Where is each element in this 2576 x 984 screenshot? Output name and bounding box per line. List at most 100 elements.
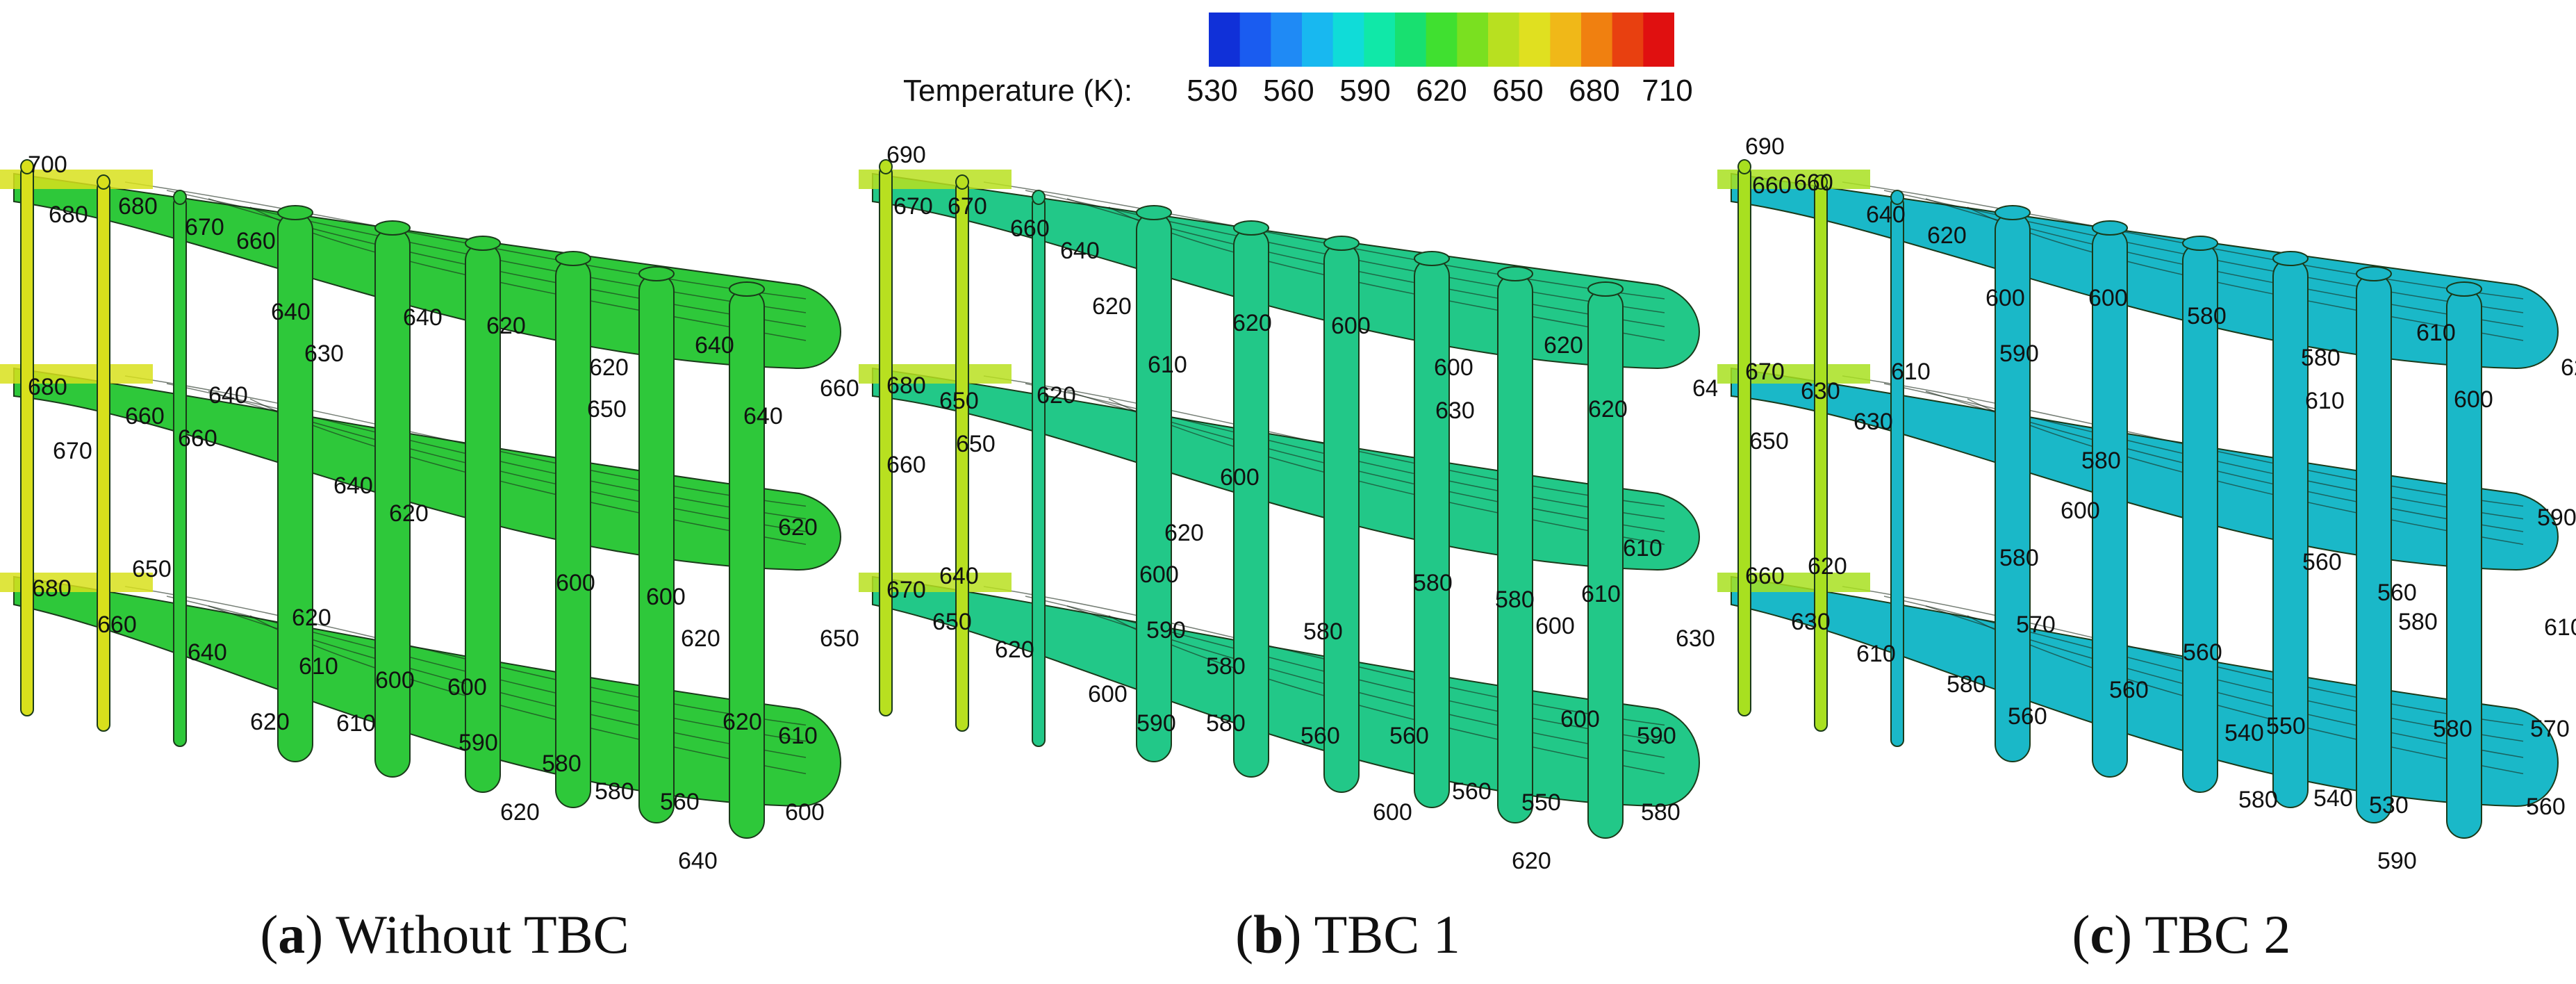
contour-label: 610 (1581, 581, 1621, 607)
caption-text: TBC 1 (1301, 904, 1460, 965)
contour-line (166, 190, 807, 313)
contour-label: 630 (1676, 625, 1715, 652)
contour-label: 600 (785, 799, 825, 826)
plate-2 (1731, 367, 2559, 571)
contour-label: 680 (32, 575, 72, 602)
tube-cap (20, 159, 34, 174)
caption-a: (a) Without TBC (260, 904, 629, 965)
caption-text: TBC 2 (2132, 904, 2291, 965)
tube-cap (1323, 236, 1360, 251)
tube (1587, 288, 1624, 839)
colorbar-swatch (1239, 13, 1272, 67)
contour-label: 670 (53, 438, 92, 464)
contour-label: 590 (1146, 617, 1186, 643)
contour-line (124, 375, 807, 507)
contour-label: 650 (956, 431, 996, 457)
colorbar-swatch (1302, 13, 1334, 67)
contour-line (1025, 383, 1665, 520)
tube-cap (2356, 266, 2392, 281)
contour-line (1025, 190, 1665, 313)
contour-label: 580 (1947, 671, 1986, 698)
contour-label: 620 (2561, 354, 2576, 381)
contour-line (983, 375, 1665, 507)
contour-label: 630 (304, 341, 344, 367)
plate-2 (13, 367, 841, 571)
contour-label: 670 (1745, 359, 1785, 385)
tube-cap (1497, 266, 1533, 281)
contour-label: 560 (2109, 677, 2149, 703)
contour-line (1025, 596, 1665, 742)
tube-cap (173, 190, 187, 205)
contour-label: 600 (1434, 354, 1473, 381)
tube-cap (729, 281, 765, 297)
contour-label: 630 (1435, 397, 1475, 424)
colorbar-swatch (1488, 13, 1520, 67)
contour-label: 560 (1389, 723, 1429, 749)
caption-b: (b) TBC 1 (1235, 904, 1460, 965)
contour-label: 600 (646, 584, 686, 610)
contour-label: 560 (1452, 778, 1492, 805)
contour-label: 640 (188, 639, 227, 666)
contour-line (1883, 190, 2524, 313)
tube-cap (1233, 220, 1269, 236)
contour-label: 660 (1745, 563, 1785, 589)
tube (729, 288, 765, 839)
contour-label: 670 (948, 193, 987, 220)
colorbar-swatch (1519, 13, 1551, 67)
contour-label: 580 (2238, 787, 2278, 813)
contour-label: 560 (2183, 639, 2222, 666)
contour-label: 680 (118, 193, 158, 220)
legend-tick: 620 (1416, 74, 1467, 108)
contour-label: 610 (299, 653, 338, 680)
contour-label: 600 (2088, 285, 2128, 311)
caption-letter: b (1253, 904, 1284, 965)
contour-label: 660 (1010, 215, 1050, 242)
contour-label: 600 (1985, 285, 2025, 311)
contour-label: 600 (2061, 498, 2100, 524)
tube (97, 181, 110, 732)
contour-label: 600 (1139, 561, 1179, 588)
contour-label: 650 (1749, 428, 1789, 454)
contour-label: 620 (1037, 382, 1076, 409)
caption-text: Without TBC (323, 904, 629, 965)
plate-2 (872, 367, 1700, 571)
contour-label: 620 (1544, 332, 1583, 359)
tube-cap (1814, 174, 1828, 190)
contour-label: 590 (1637, 723, 1676, 749)
contour-label: 560 (1301, 723, 1340, 749)
contour-label: 610 (778, 723, 818, 749)
contour-label: 640 (695, 332, 734, 359)
contour-label: 610 (1856, 641, 1896, 667)
contour-label: 660 (1752, 172, 1792, 199)
contour-label: 590 (2377, 848, 2417, 874)
contour-label: 640 (939, 563, 979, 589)
contour-label: 620 (486, 313, 526, 339)
contour-label: 620 (1808, 553, 1847, 580)
contour-label: 640 (1060, 238, 1100, 264)
tube-cap (2272, 251, 2309, 266)
contour-label: 580 (1495, 587, 1535, 613)
contour-label: 600 (1088, 681, 1128, 707)
contour-label: 550 (1521, 789, 1561, 816)
tube (2446, 288, 2482, 839)
contour-label: 640 (743, 403, 783, 429)
contour-label: 550 (2266, 713, 2306, 739)
contour-label: 620 (723, 709, 762, 735)
contour-label: 610 (1891, 359, 1931, 385)
contour-line (124, 586, 807, 726)
contour-label: 700 (28, 151, 67, 178)
contour-label: 690 (1745, 133, 1785, 160)
colorbar-swatch (1395, 13, 1427, 67)
tube-cap (1032, 190, 1046, 205)
contour-label: 600 (1373, 799, 1412, 826)
temperature-legend: Temperature (K): 530 560 590 620 650 680… (0, 0, 2576, 125)
tube-cap (97, 174, 110, 190)
tube-cap (555, 251, 591, 266)
contour-line (1842, 375, 2524, 507)
tube-cap (374, 220, 411, 236)
tube (1814, 181, 1828, 732)
contour-label: 580 (1206, 710, 1246, 737)
